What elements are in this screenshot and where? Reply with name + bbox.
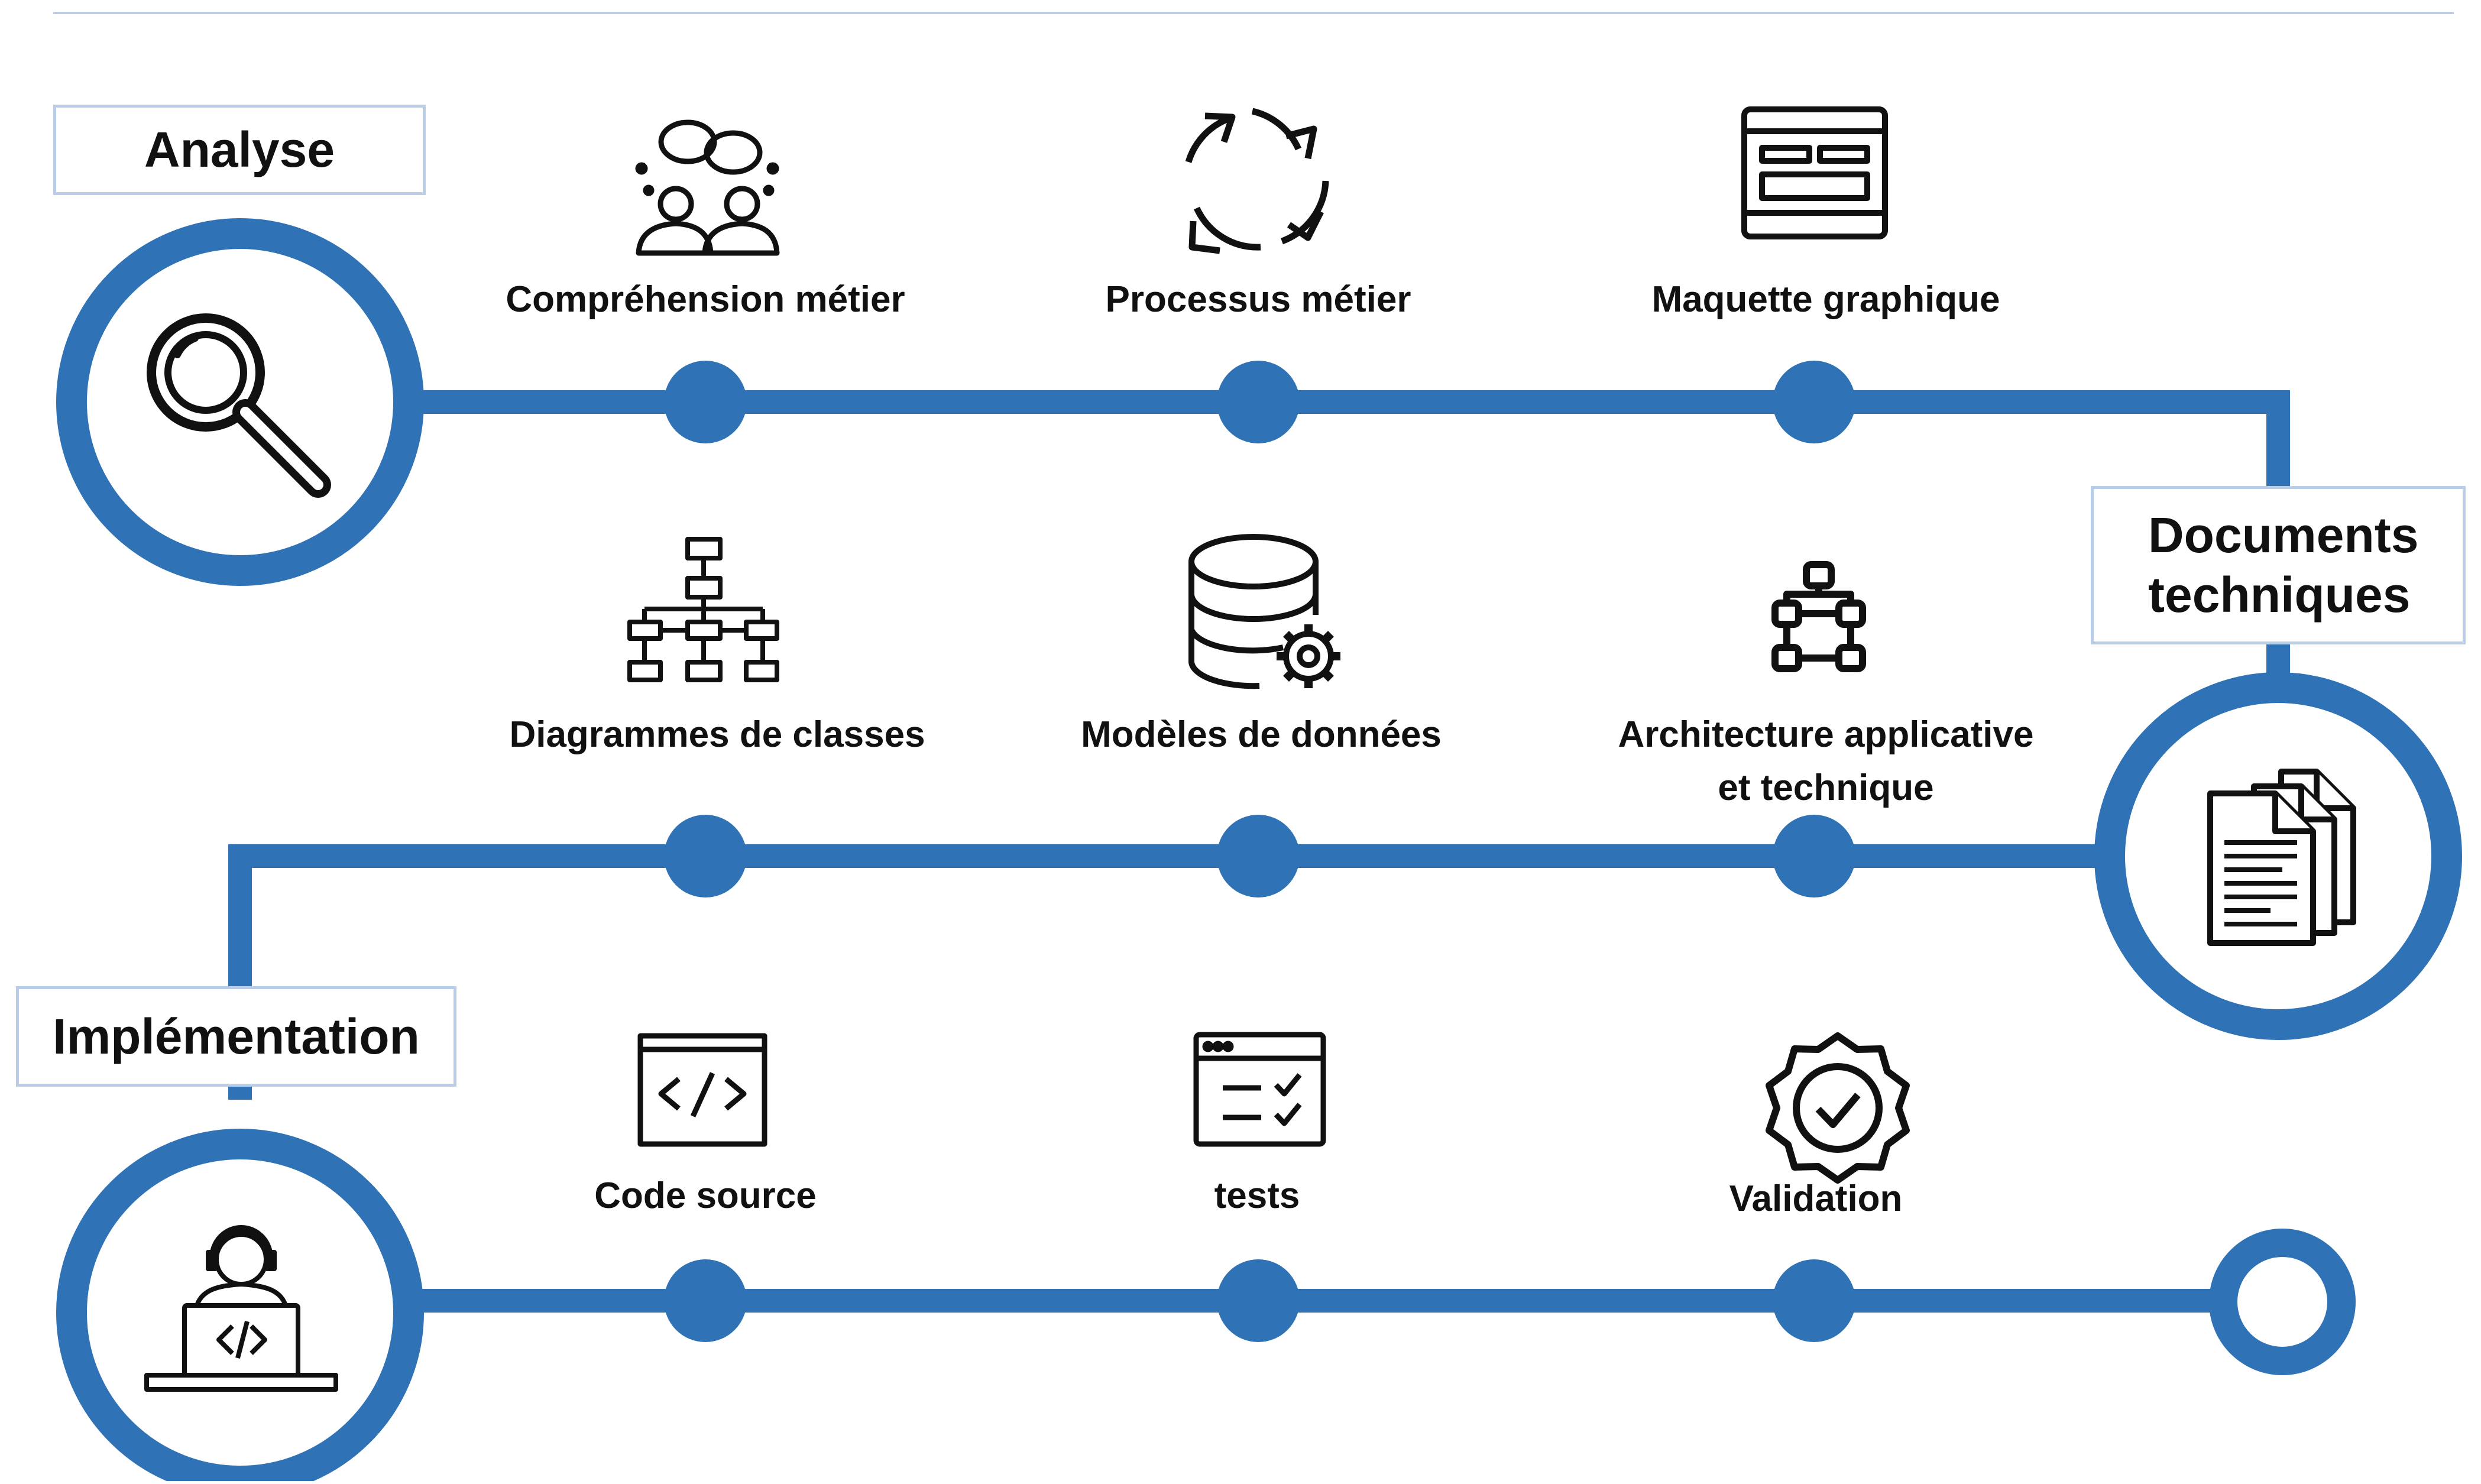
step-label-code-source: Code source: [594, 1175, 817, 1216]
node-tests: [1217, 1259, 1300, 1342]
badge-check-icon: [1766, 1032, 1910, 1184]
step-nodes: [664, 361, 1855, 1342]
implementation-label: Implémentation: [53, 1008, 420, 1064]
developer-laptop-icon: [144, 1225, 338, 1392]
end-marker: [2209, 1229, 2356, 1375]
checklist-window-icon: [1193, 1032, 1326, 1147]
analyse-label: Analyse: [144, 122, 335, 178]
wireframe-icon: [1741, 106, 1888, 239]
phase-label-documents: Documents techniques: [2091, 486, 2466, 644]
magnifier-icon: [147, 313, 331, 498]
node-modeles: [1217, 815, 1300, 897]
phase-label-implementation: Implémentation: [16, 986, 456, 1087]
step-label-diagrammes: Diagrammes de classes: [509, 714, 925, 755]
node-validation: [1773, 1259, 1855, 1342]
cycle-arrows-icon: [1185, 108, 1329, 254]
node-diagrammes: [664, 815, 747, 897]
step-label-maquette: Maquette graphique: [1651, 279, 2000, 320]
code-window-icon: [637, 1033, 767, 1147]
node-comprehension: [664, 361, 747, 443]
node-architecture: [1773, 815, 1855, 897]
node-processus: [1217, 361, 1300, 443]
documents-icon: [2207, 769, 2356, 946]
discussion-people-icon: [635, 119, 780, 256]
step-label-architecture: Architecture applicative et technique: [1618, 714, 2034, 808]
phase-label-analyse: Analyse: [53, 105, 426, 195]
step-label-modeles: Modèles de données: [1081, 714, 1442, 755]
database-gear-icon: [1188, 534, 1340, 689]
node-maquette: [1773, 361, 1855, 443]
documents-label: Documents techniques: [2148, 507, 2419, 623]
step-label-processus: Processus métier: [1105, 279, 1411, 320]
step-label-validation: Validation: [1729, 1178, 1903, 1219]
step-label-comprehension: Compréhension métier: [506, 279, 905, 320]
step-label-tests: tests: [1214, 1175, 1300, 1216]
track-row2: [228, 844, 2129, 1100]
architecture-nodes-icon: [1771, 561, 1866, 672]
hierarchy-icon: [627, 537, 779, 682]
node-code-source: [664, 1259, 747, 1342]
